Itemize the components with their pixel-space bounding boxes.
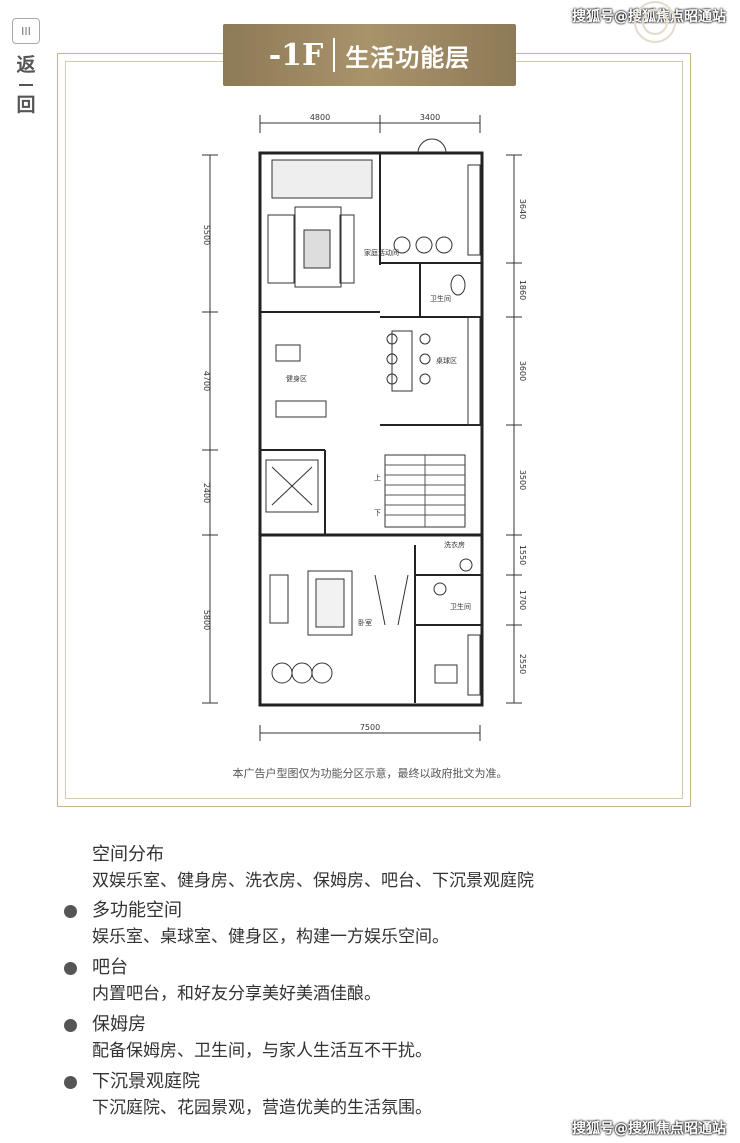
feature-text: 娱乐室、桌球室、健身区，构建一方娱乐空间。 [92, 927, 449, 947]
intro-text: 双娱乐室、健身房、洗衣房、保姆房、吧台、下沉景观庭院 [92, 871, 534, 891]
bullet-icon [64, 1076, 77, 1089]
room-label-laundry: 洗衣房 [444, 540, 465, 549]
dim-right-1: 3640 [518, 199, 527, 219]
dim-top-1: 4800 [310, 113, 330, 122]
feature-text: 内置吧台，和好友分享美好美酒佳酿。 [92, 984, 381, 1004]
disclaimer-text: 本广告户型图仅为功能分区示意，最终以政府批文为准。 [232, 767, 508, 780]
watermark-top: 搜狐号@搜狐焦点昭通站 [572, 9, 726, 25]
room-label-bath-2: 卫生间 [450, 602, 471, 611]
room-label-bath-1: 卫生间 [430, 294, 451, 303]
back-label-top: 返 [16, 54, 36, 76]
bullet-icon [64, 905, 77, 918]
feature-text: 配备保姆房、卫生间，与家人生活互不干扰。 [92, 1041, 432, 1061]
dim-top-2: 3400 [420, 113, 440, 122]
dim-left-4: 5800 [202, 610, 211, 630]
dim-right-6: 1700 [518, 590, 527, 610]
dim-right-5: 1550 [518, 545, 527, 565]
feature-heading: 保姆房 [92, 1014, 146, 1035]
bullet-icon [64, 962, 77, 975]
room-label-gym: 健身区 [286, 374, 307, 383]
feature-item: 吧台 内置吧台，和好友分享美好美酒佳酿。 [64, 955, 449, 1007]
back-button[interactable]: III 返 回 [12, 18, 42, 118]
dim-right-4: 3500 [518, 470, 527, 490]
outer-wall [258, 151, 484, 707]
back-label-divider [19, 84, 33, 86]
dim-bottom: 7500 [360, 723, 380, 732]
floor-name: 生活功能层 [345, 43, 471, 72]
title-banner: -1F 生活功能层 [223, 24, 516, 86]
dim-right-2: 1860 [518, 280, 527, 300]
floor-level: -1F [268, 37, 324, 73]
feature-heading: 多功能空间 [92, 900, 182, 921]
back-label-bottom: 回 [16, 94, 36, 116]
feature-heading: 下沉景观庭院 [92, 1071, 200, 1092]
roman-badge: III [12, 18, 40, 44]
feature-item: 多功能空间 娱乐室、桌球室、健身区，构建一方娱乐空间。 [64, 898, 449, 950]
room-label-family: 家庭活动间 [364, 248, 399, 257]
back-label: 返 回 [12, 52, 40, 118]
intro-section: 空间分布 双娱乐室、健身房、洗衣房、保姆房、吧台、下沉景观庭院 [92, 842, 534, 894]
dim-right-3: 3600 [518, 361, 527, 381]
decorative-seal-icon [634, 1, 676, 43]
feature-heading: 吧台 [92, 957, 128, 978]
dim-left-2: 4700 [202, 371, 211, 391]
stair-down-mark: 下 [374, 509, 381, 517]
bullet-icon [64, 1019, 77, 1032]
dim-right-7: 2550 [518, 654, 527, 674]
floor-plan: 4800 3400 5500 4700 2400 5800 3640 1860 … [202, 113, 527, 741]
feature-list: 多功能空间 娱乐室、桌球室、健身区，构建一方娱乐空间。 吧台 内置吧台，和好友分… [64, 898, 449, 1126]
feature-text: 下沉庭院、花园景观，营造优美的生活氛围。 [92, 1098, 432, 1118]
feature-item: 下沉景观庭院 下沉庭院、花园景观，营造优美的生活氛围。 [64, 1069, 449, 1121]
stair-up-mark: 上 [374, 473, 381, 482]
room-label-bedroom: 卧室 [358, 618, 372, 627]
room-label-billiards: 桌球区 [436, 356, 457, 365]
dim-left-1: 5500 [202, 225, 211, 245]
title-separator [333, 38, 336, 72]
watermark-bottom: 搜狐号@搜狐焦点昭通站 [572, 1121, 726, 1137]
feature-item: 保姆房 配备保姆房、卫生间，与家人生活互不干扰。 [64, 1012, 449, 1064]
dim-left-3: 2400 [202, 483, 211, 503]
intro-heading: 空间分布 [92, 844, 164, 865]
